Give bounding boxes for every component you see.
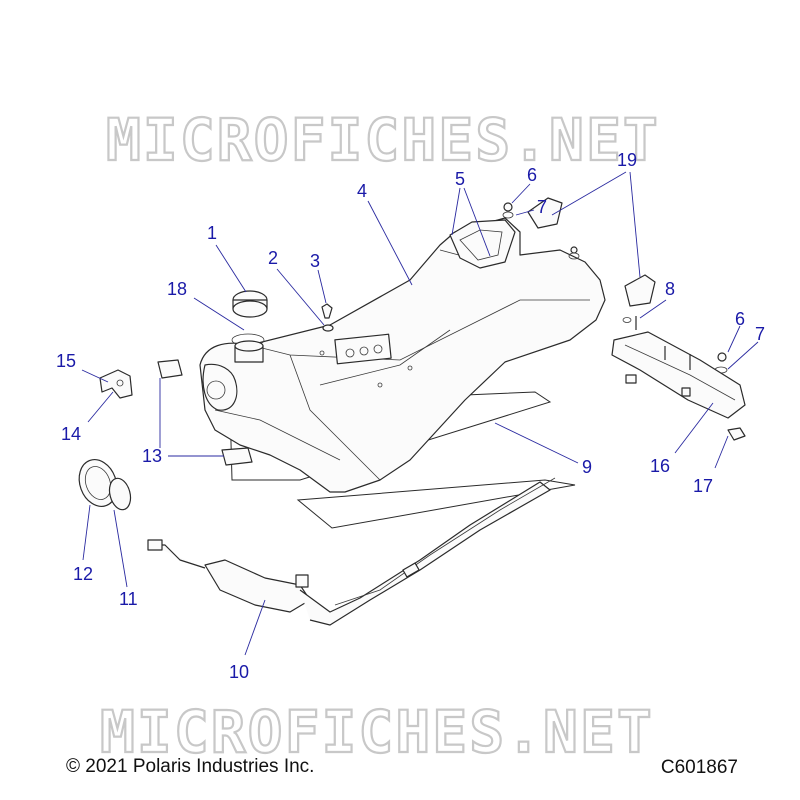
copyright-text: © 2021 Polaris Industries Inc. [66, 756, 315, 777]
part-8-studs [622, 316, 637, 330]
callout-16: 16 [650, 456, 670, 476]
callout-5: 5 [455, 169, 465, 189]
callout-labels: 1 2 3 4 5 6 7 19 8 6 7 18 15 14 13 9 16 … [56, 150, 765, 682]
callout-10: 10 [229, 662, 249, 682]
callout-14: 14 [61, 424, 81, 444]
part-16-mount-bracket [611, 331, 746, 419]
leader-lines [81, 171, 759, 656]
part-12-lock-ring [78, 459, 118, 507]
part-14-15-bracket [99, 369, 133, 399]
part-11-seal [108, 477, 132, 511]
part-19-pads [527, 197, 656, 307]
callout-12: 12 [73, 564, 93, 584]
figure-code: C601867 [660, 757, 738, 778]
part-4-fuel-tank [199, 217, 606, 493]
part-1-fuel-cap [232, 290, 268, 318]
callout-8: 8 [665, 279, 675, 299]
callout-11: 11 [119, 589, 138, 609]
callout-2: 2 [268, 248, 278, 268]
part-2-3-fasteners [321, 303, 334, 332]
part-6-7-hardware [502, 202, 728, 374]
callout-17: 17 [693, 476, 713, 496]
part-10-fuel-pump [147, 477, 556, 626]
callout-19: 19 [617, 150, 637, 170]
part-17-clip [727, 427, 746, 441]
callout-6-top: 6 [527, 165, 537, 185]
callout-3: 3 [310, 251, 320, 271]
part-18-filler-neck [202, 333, 265, 411]
callout-6-right: 6 [735, 309, 745, 329]
watermark-bottom: MICROFICHES.NET [100, 698, 654, 766]
part-5-access-cover [449, 219, 516, 269]
watermark-top: MICROFICHES.NET [106, 106, 660, 174]
callout-15: 15 [56, 351, 76, 371]
callout-1: 1 [207, 223, 217, 243]
callout-18: 18 [167, 279, 187, 299]
callout-7-right: 7 [755, 324, 765, 344]
part-13-labels [157, 359, 253, 466]
callout-4: 4 [357, 181, 367, 201]
callout-13: 13 [142, 446, 162, 466]
callout-7-top: 7 [537, 197, 547, 217]
callout-9: 9 [582, 457, 592, 477]
